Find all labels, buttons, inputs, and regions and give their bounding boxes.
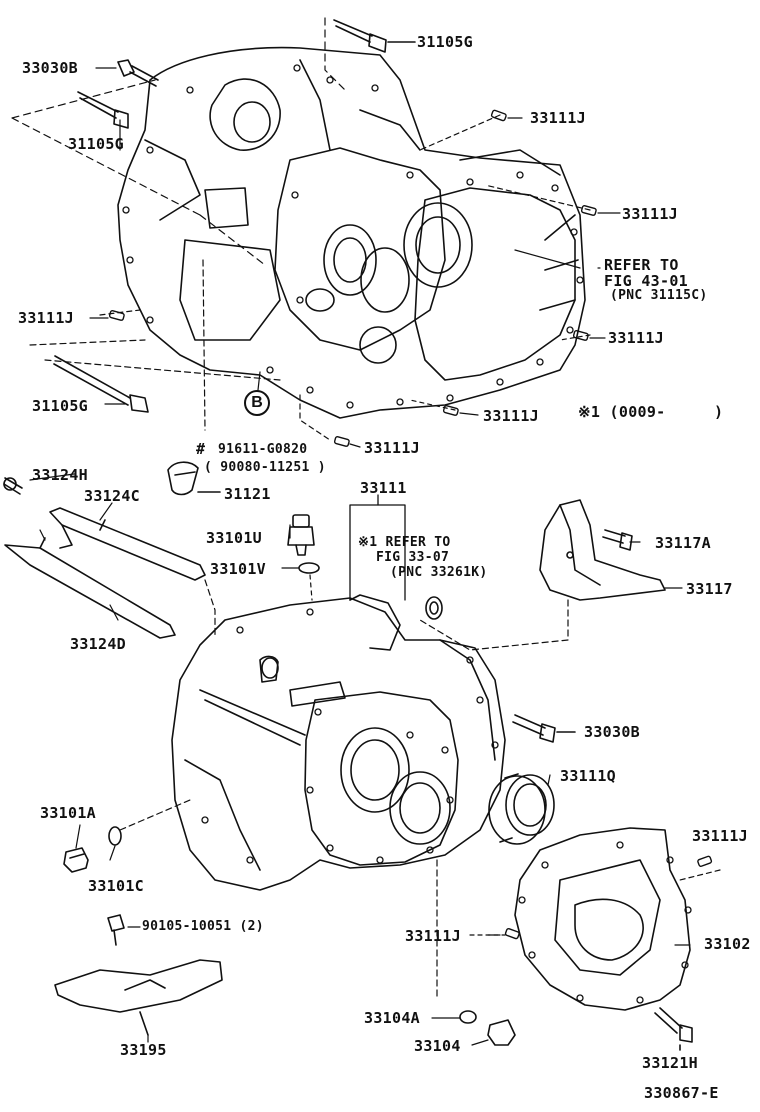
refer-line-1: REFER TO [604,256,679,274]
bolt-31105g-left [77,91,129,129]
refer-line-3: (PNC 31115C) [610,288,708,303]
label-33102[interactable]: 33102 [704,935,751,953]
label-33111j-left[interactable]: 33111J [18,309,74,327]
bolt-33030b-top [117,59,159,87]
note-1: ※1 (0009- [578,403,666,421]
housing-33102 [514,827,692,1011]
figure-code: 330867-E [644,1084,719,1102]
label-33104a[interactable]: 33104A [364,1009,420,1027]
stay-33124c [49,507,206,581]
label-33101v[interactable]: 33101V [210,560,266,578]
pins-33111j [108,109,597,447]
bracket-33117 [539,499,666,601]
label-33101a[interactable]: 33101A [40,804,96,822]
callout-33111 [349,494,406,601]
label-33111q[interactable]: 33111Q [560,767,616,785]
label-31105g-top[interactable]: 31105G [417,33,473,51]
seal-33111-small [425,596,443,620]
oil-seal-33111q [488,773,555,845]
bolt-33030b-right [512,714,576,743]
bolt-90105 [107,914,125,946]
upper-leader-lines [11,17,591,441]
label-33111j-6[interactable]: 33111J [405,927,461,945]
label-33111j-1[interactable]: 33111J [530,109,586,127]
label-33111j-5[interactable]: 33111J [364,439,420,457]
label-31105g-bottom[interactable]: 31105G [32,397,88,415]
label-33124h[interactable]: 33124H [32,466,88,484]
note-1-close: ) [714,403,724,421]
refer-line-2: FIG 43-01 [604,272,688,290]
gasket-33104a [459,1010,477,1024]
label-33101u[interactable]: 33101U [206,529,262,547]
label-31105g-left[interactable]: 31105G [68,135,124,153]
label-91611-g0820[interactable]: 91611-G0820 [218,442,308,457]
label-33121h[interactable]: 33121H [642,1054,698,1072]
plug-31121 [167,461,221,496]
sensor-33101u [287,514,315,556]
label-33111j-2[interactable]: 33111J [622,205,678,223]
plug-33101a [63,847,89,873]
label-33101c[interactable]: 33101C [88,877,144,895]
washer-33101c [108,826,122,846]
label-33030b-top[interactable]: 33030B [22,59,78,77]
transmission-case-lower [171,594,506,891]
label-90080-11251[interactable]: ( 90080-11251 ) [204,460,326,475]
bolt-31105g-bottom [53,355,149,413]
plug-33104 [487,1019,516,1046]
circle-b-marker: B [244,390,270,416]
pin-33111j-lower [504,927,520,940]
stay-33124d [4,537,176,639]
label-33117a[interactable]: 33117A [655,534,711,552]
gasket-33101v [298,562,320,574]
label-33104[interactable]: 33104 [414,1037,461,1055]
label-33111j-4[interactable]: 33111J [483,407,539,425]
transmission-case-upper [117,46,586,419]
hash-marker: # [196,440,206,458]
refer2-line-3: (PNC 33261K) [390,565,488,580]
bolt-33117a [602,529,633,551]
bolt-33124h [3,477,23,495]
label-31121[interactable]: 31121 [224,485,271,503]
pin-33111j-right [697,855,713,867]
refer2-line-2: FIG 33-07 [376,550,450,565]
label-33111j-3[interactable]: 33111J [608,329,664,347]
bolt-31105g-top [333,19,416,53]
label-33124d[interactable]: 33124D [70,635,126,653]
label-33030b-right[interactable]: 33030B [584,723,640,741]
label-33124c[interactable]: 33124C [84,487,140,505]
bolt-33121h [654,1007,693,1051]
label-33195[interactable]: 33195 [120,1041,167,1059]
label-leaders [29,67,691,1046]
refer2-line-1: ※1 REFER TO [358,535,451,550]
label-33117[interactable]: 33117 [686,580,733,598]
label-33111[interactable]: 33111 [360,479,407,497]
cover-33195 [54,959,223,1036]
label-90105-10051[interactable]: 90105-10051 (2) [142,919,264,934]
label-33111j-right[interactable]: 33111J [692,827,748,845]
lower-leader-lines [436,859,721,1001]
